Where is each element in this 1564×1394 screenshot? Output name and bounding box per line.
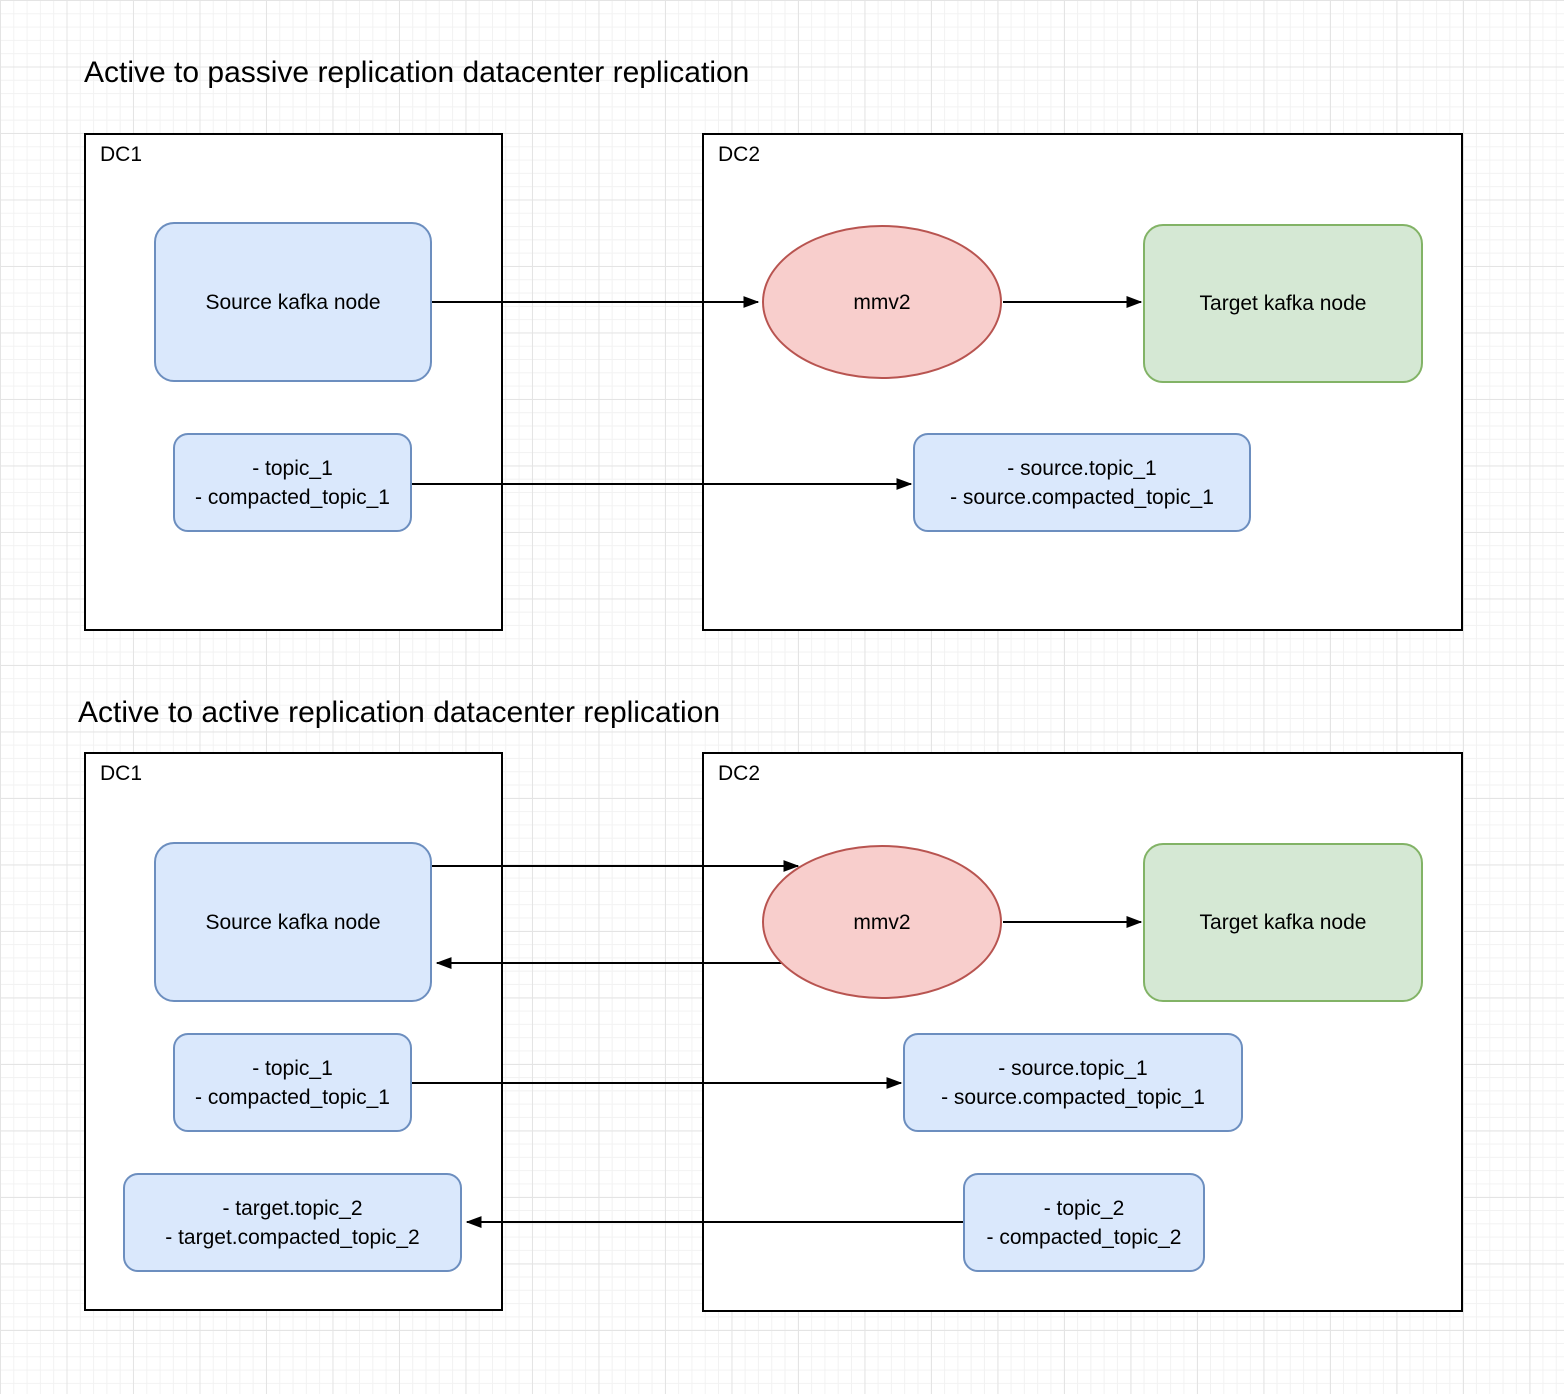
d2-dc1-label: DC1 — [100, 762, 143, 785]
d2-dc1-topics2-line2: - target.compacted_topic_2 — [165, 1225, 420, 1249]
d1-dc1-topics-line2: - compacted_topic_1 — [195, 485, 390, 509]
d1-dc1-topics-box: - topic_1 - compacted_topic_1 — [173, 433, 412, 532]
d1-dc2-container: DC2 — [702, 133, 1463, 631]
d1-dc2-topics-line2: - source.compacted_topic_1 — [950, 485, 1214, 509]
d2-dc1-topics2-line1: - target.topic_2 — [222, 1196, 363, 1220]
d1-dc1-label: DC1 — [100, 143, 143, 166]
d2-source-kafka-node-label: Source kafka node — [205, 910, 381, 934]
d1-target-kafka-node-label: Target kafka node — [1199, 292, 1367, 315]
d1-mmv2-node: mmv2 — [762, 225, 1002, 379]
d2-dc1-topics1-box: - topic_1 - compacted_topic_1 — [173, 1033, 412, 1132]
d2-dc1-topics1-line2: - compacted_topic_1 — [195, 1085, 390, 1109]
d2-mmv2-node: mmv2 — [762, 845, 1002, 999]
d2-source-kafka-node: Source kafka node — [154, 842, 432, 1002]
d2-dc1-topics2-box: - target.topic_2 - target.compacted_topi… — [123, 1173, 462, 1272]
d1-dc1-container: DC1 — [84, 133, 503, 631]
d2-dc2-topics2-line2: - compacted_topic_2 — [986, 1225, 1182, 1249]
diagram2-title: Active to active replication datacenter … — [78, 696, 721, 729]
d2-dc2-label: DC2 — [718, 762, 761, 785]
d2-dc2-topics1-line2: - source.compacted_topic_1 — [941, 1085, 1205, 1109]
d2-dc2-topics1-line1: - source.topic_1 — [998, 1056, 1148, 1080]
d2-dc1-topics1-line1: - topic_1 — [252, 1056, 333, 1080]
d1-source-kafka-node-label: Source kafka node — [205, 290, 381, 314]
d1-dc2-topics-line1: - source.topic_1 — [1007, 456, 1157, 480]
d1-source-kafka-node: Source kafka node — [154, 222, 432, 382]
d2-dc2-topics1-box: - source.topic_1 - source.compacted_topi… — [903, 1033, 1243, 1132]
d1-target-kafka-node: Target kafka node — [1143, 224, 1423, 383]
d2-dc2-topics2-line1: - topic_2 — [1043, 1196, 1125, 1220]
d1-mmv2-label: mmv2 — [853, 290, 911, 314]
d1-dc2-label: DC2 — [718, 143, 761, 166]
diagram1-title: Active to passive replication datacenter… — [84, 56, 750, 89]
d2-target-kafka-node: Target kafka node — [1143, 843, 1423, 1002]
d2-target-kafka-node-label: Target kafka node — [1199, 911, 1367, 934]
d2-dc2-topics2-box: - topic_2 - compacted_topic_2 — [963, 1173, 1205, 1272]
d1-dc2-topics-box: - source.topic_1 - source.compacted_topi… — [913, 433, 1251, 532]
d1-dc1-topics-line1: - topic_1 — [252, 456, 333, 480]
d2-mmv2-label: mmv2 — [853, 910, 911, 934]
